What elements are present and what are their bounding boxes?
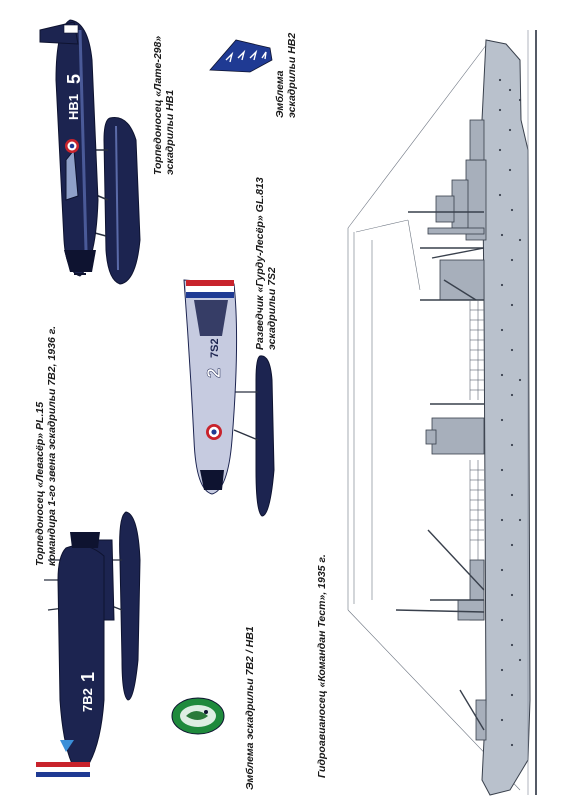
caption-ship: Гидроавианосец «Командан Тест», 1935 г. (316, 554, 328, 778)
gourdou-code: 7S2 (209, 338, 221, 358)
caption-emblem-hb2: Эмблема эскадрильи HB2 (274, 32, 298, 118)
ship-portholes (498, 78, 522, 747)
gourdou-float (255, 355, 275, 517)
late-roundel (65, 139, 79, 153)
caption-latecoere: Торпедоносец «Лате-298» эскадрильи HB1 (152, 35, 176, 175)
ship-superstructure (425, 119, 487, 741)
ship-hangar-racks (469, 300, 484, 560)
late-float (103, 116, 141, 285)
late-number: 5 (64, 74, 84, 84)
late-code: HB1 (66, 94, 81, 120)
levasseur-code: 7B2 (80, 688, 95, 712)
levasseur-float (119, 511, 141, 701)
ship-rigging (347, 39, 521, 791)
caption-gourdou: Разведчик «Гурду-Лесёр» GL.813 эскадриль… (254, 177, 278, 350)
gourdou-fuselage (183, 279, 238, 495)
ship-masts (395, 211, 485, 731)
caption-emblem-7b2: Эмблема эскадрильи 7B2 / HB1 (244, 626, 256, 790)
ship-hull (481, 39, 531, 796)
gourdou-roundel (206, 424, 222, 440)
gourdou-number: 2 (204, 368, 224, 378)
levasseur-number: 1 (78, 672, 98, 682)
caption-levasseur: Торпедоносец «Левасёр» PL.15 командира 1… (34, 325, 58, 566)
